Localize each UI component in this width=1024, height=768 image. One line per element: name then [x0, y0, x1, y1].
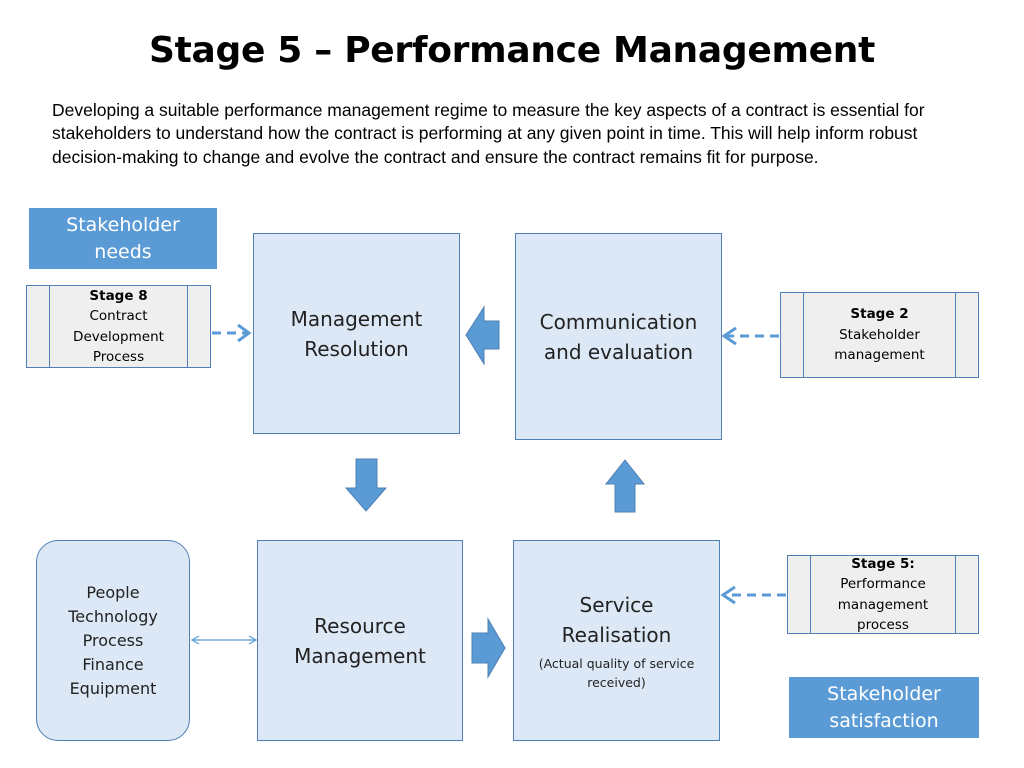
dashed-arrow-stage5	[720, 585, 786, 605]
stage-8-right-bar	[187, 286, 210, 367]
resource-finance: Finance	[82, 654, 144, 674]
stage-5-box: Stage 5: Performance management process	[787, 555, 979, 634]
stage-8-box: Stage 8 Contract Development Process	[26, 285, 211, 368]
resource-management-box: Resource Management	[257, 540, 463, 741]
resource-people: People	[86, 582, 140, 602]
stakeholder-satisfaction-line-1: Stakeholder	[827, 682, 941, 705]
stakeholder-needs-line-1: Stakeholder	[66, 213, 180, 236]
service-realisation-line-1: Service	[579, 592, 654, 617]
communication-evaluation-box: Communication and evaluation	[515, 233, 722, 440]
stakeholder-satisfaction-line-2: satisfaction	[829, 709, 939, 732]
resource-management-line-1: Resource	[314, 613, 406, 638]
stage-5-line-2: management	[837, 596, 929, 613]
stage-2-left-bar	[781, 293, 804, 377]
resource-technology: Technology	[68, 606, 158, 626]
stage-8-line-3: Process	[92, 349, 145, 365]
double-arrow-resources	[190, 635, 258, 645]
stakeholder-needs-line-2: needs	[94, 240, 152, 263]
service-realisation-note-line-1: (Actual quality of service	[538, 655, 695, 671]
stage-5-line-3: process	[857, 617, 909, 633]
service-realisation-note-line-2: received)	[587, 674, 646, 690]
stage-2-heading: Stage 2	[850, 306, 909, 323]
block-arrow-right	[471, 617, 506, 679]
dashed-arrow-stage8	[212, 323, 252, 343]
block-arrow-up	[604, 459, 646, 513]
stage-5-heading: Stage 5:	[851, 555, 915, 572]
page-title: Stage 5 – Performance Management	[148, 30, 876, 71]
management-resolution-box: Management Resolution	[253, 233, 460, 434]
stakeholder-needs-label: Stakeholder needs	[29, 208, 217, 269]
block-arrow-down	[344, 458, 388, 512]
stage-5-line-1: Performance	[840, 576, 926, 592]
stage-8-line-1: Contract	[89, 308, 148, 324]
resource-management-line-2: Management	[294, 643, 426, 668]
management-resolution-line-1: Management	[290, 306, 423, 331]
stage-5-left-bar	[788, 556, 811, 633]
stage-2-right-bar	[955, 293, 978, 377]
stage-8-line-2: Development	[73, 328, 164, 345]
stage-8-left-bar	[27, 286, 50, 367]
stage-2-line-1: Stakeholder	[839, 326, 920, 343]
stage-2-line-2: management	[834, 347, 925, 364]
stakeholder-satisfaction-label: Stakeholder satisfaction	[789, 677, 979, 738]
dashed-arrow-stage2	[721, 326, 779, 346]
service-realisation-line-2: Realisation	[561, 622, 672, 647]
intro-paragraph: Developing a suitable performance manage…	[52, 100, 925, 167]
management-resolution-line-2: Resolution	[304, 336, 409, 361]
communication-evaluation-line-1: Communication	[539, 309, 698, 334]
service-realisation-box: Service Realisation (Actual quality of s…	[513, 540, 720, 741]
resources-box: People Technology Process Finance Equipm…	[36, 540, 190, 741]
resource-process: Process	[82, 630, 144, 650]
stage-2-box: Stage 2 Stakeholder management	[780, 292, 979, 378]
resource-equipment: Equipment	[69, 678, 157, 698]
block-arrow-left	[465, 305, 500, 366]
communication-evaluation-line-2: and evaluation	[543, 339, 694, 364]
stage-5-right-bar	[955, 556, 978, 633]
stage-8-heading: Stage 8	[89, 287, 148, 304]
